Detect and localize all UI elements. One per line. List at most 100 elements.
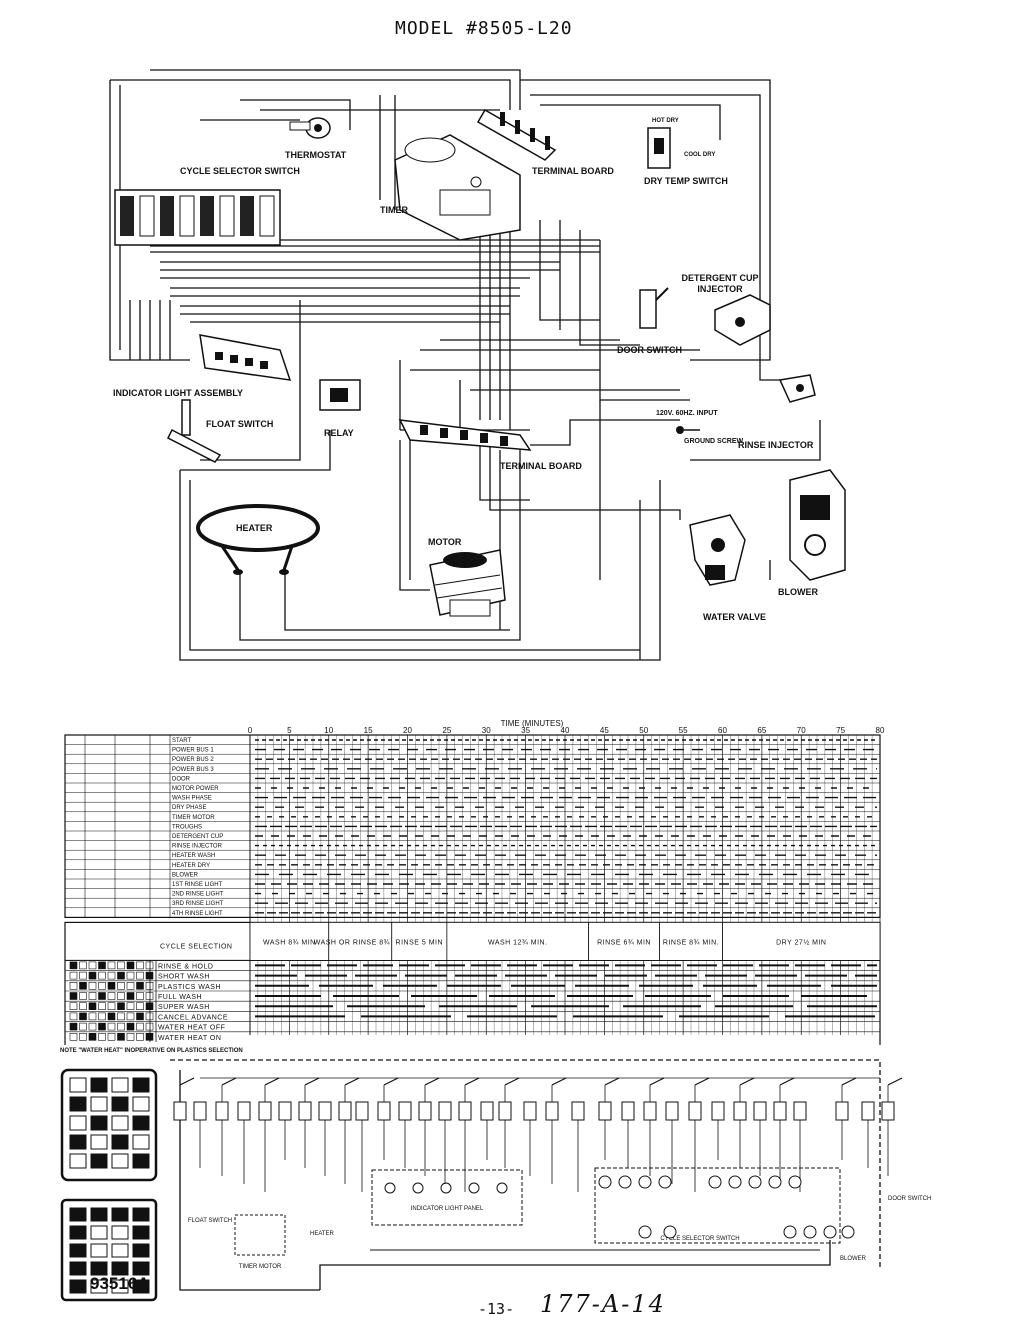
selector-contact (663, 1225, 677, 1239)
cycle-name: RINSE & HOLD (158, 963, 213, 970)
cycle-matrix-cell (69, 992, 78, 1000)
schematic-terminal (523, 1101, 537, 1121)
cycle-matrix-cell (145, 1032, 154, 1041)
connector-cell (111, 1279, 129, 1294)
schematic-terminal (643, 1101, 657, 1121)
indicator-light-assembly-drawing (199, 334, 292, 381)
cycle-matrix-cell (69, 971, 78, 980)
cycle-matrix-cell (126, 981, 135, 990)
indicator-lamp (496, 1182, 508, 1194)
connector-cell (69, 1243, 87, 1258)
connector-cell (90, 1096, 108, 1112)
function-name: DRY PHASE (172, 805, 206, 811)
selector-contact (841, 1225, 855, 1239)
connector-cell (132, 1134, 150, 1150)
label-timer: TIMER (380, 205, 408, 215)
connector-cell (90, 1077, 108, 1093)
connector-cell (69, 1134, 87, 1150)
cycle-matrix-cell (107, 1022, 116, 1031)
cycle-matrix-cell (136, 981, 144, 990)
cycle-matrix-cell (136, 1002, 144, 1011)
timer-drawing (394, 134, 521, 241)
function-name: 4TH RINSE LIGHT (172, 911, 223, 917)
phase-label: WASH OR RINSE 8¾ MIN (314, 939, 407, 946)
schematic-terminal (278, 1101, 292, 1121)
phase-label: WASH 12¾ MIN. (488, 939, 548, 946)
switch-contact (551, 1077, 567, 1086)
schematic-terminal (733, 1101, 747, 1121)
phase-label: WASH 8¾ MIN (263, 939, 316, 946)
cycle-matrix-cell (117, 981, 125, 990)
selector-contact (708, 1175, 722, 1189)
switch-contact (344, 1077, 360, 1086)
cycle-matrix-cell (126, 1022, 135, 1031)
connector-cell (132, 1077, 150, 1093)
cycle-matrix-cell (88, 981, 97, 990)
cycle-matrix-cell (98, 981, 106, 990)
cycle-matrix-cell (107, 961, 116, 970)
cycle-matrix-cell (98, 1022, 106, 1031)
connector-cell (111, 1153, 129, 1169)
time-tick-label: 80 (876, 726, 885, 735)
model-title: MODEL #8505-L20 (395, 18, 573, 39)
float-switch-drawing (166, 399, 222, 463)
top-terminal-board-drawing (476, 108, 557, 161)
label-rinse-injector: RINSE INJECTOR (738, 440, 814, 450)
cycle-name: WATER HEAT OFF (158, 1025, 225, 1032)
function-name: RINSE INJECTOR (172, 844, 223, 850)
cycle-matrix-cell (88, 961, 97, 970)
phase-cell (391, 921, 448, 961)
connector-cell (69, 1096, 87, 1112)
connector-block-drawing (60, 1068, 158, 1302)
switch-contact (179, 1077, 195, 1086)
phase-cell (722, 921, 881, 961)
phase-label: RINSE 6¾ MIN (597, 939, 651, 946)
indicator-lamp (468, 1182, 480, 1194)
function-name: HEATER WASH (172, 853, 215, 859)
handwritten-reference: 177-A-14 (540, 1290, 666, 1318)
label-water-valve: WATER VALVE (703, 612, 766, 622)
time-tick-label: 25 (442, 726, 451, 735)
cycle-matrix-cell (79, 1012, 87, 1021)
time-tick-label: 5 (287, 726, 292, 735)
cycle-matrix-cell (107, 1012, 116, 1021)
schematic-terminal (753, 1101, 767, 1121)
cycle-matrix-cell (98, 971, 106, 980)
connector-cell (111, 1261, 129, 1276)
switch-contact (504, 1077, 520, 1086)
connector-cell (132, 1115, 150, 1131)
selector-contact (788, 1175, 802, 1189)
cycle-name: CANCEL ADVANCE (158, 1014, 228, 1021)
time-tick-label: 35 (521, 726, 530, 735)
schematic-terminal (861, 1101, 875, 1121)
schematic-terminal (193, 1101, 207, 1121)
label-cycle-selector-switch: CYCLE SELECTOR SWITCH (180, 166, 300, 176)
cycle-matrix-cell (98, 1002, 106, 1011)
label-float-switch: FLOAT SWITCH (206, 419, 274, 429)
cycle-matrix-cell (117, 992, 125, 1000)
schematic-terminal (215, 1101, 229, 1121)
ground-screw-drawing (676, 426, 700, 434)
cycle-matrix-cell (88, 992, 97, 1000)
rinse-injector-drawing (778, 374, 816, 403)
switch-contact (424, 1077, 440, 1086)
cycle-matrix-cell (126, 1032, 135, 1041)
connector-cell (132, 1279, 150, 1294)
cycle-matrix-cell (79, 1022, 87, 1031)
cycle-matrix-cell (79, 1032, 87, 1041)
selector-contact (823, 1225, 837, 1239)
cycle-matrix-cell (79, 971, 87, 980)
pictorial-wiring-diagram (109, 69, 846, 661)
function-name: TIMER MOTOR (172, 815, 215, 821)
connector-cell (69, 1225, 87, 1240)
time-tick-label: 60 (718, 726, 727, 735)
function-name: HEATER DRY (172, 863, 210, 869)
cycle-matrix-cell (107, 981, 116, 990)
function-name: 3RD RINSE LIGHT (172, 901, 224, 907)
function-name: 1ST RINSE LIGHT (172, 882, 223, 888)
switch-contact (221, 1077, 237, 1086)
schematic-terminal (545, 1101, 559, 1121)
water-valve-drawing (689, 514, 746, 586)
cycle-matrix-cell (136, 1032, 144, 1041)
connector-cell (90, 1153, 108, 1169)
